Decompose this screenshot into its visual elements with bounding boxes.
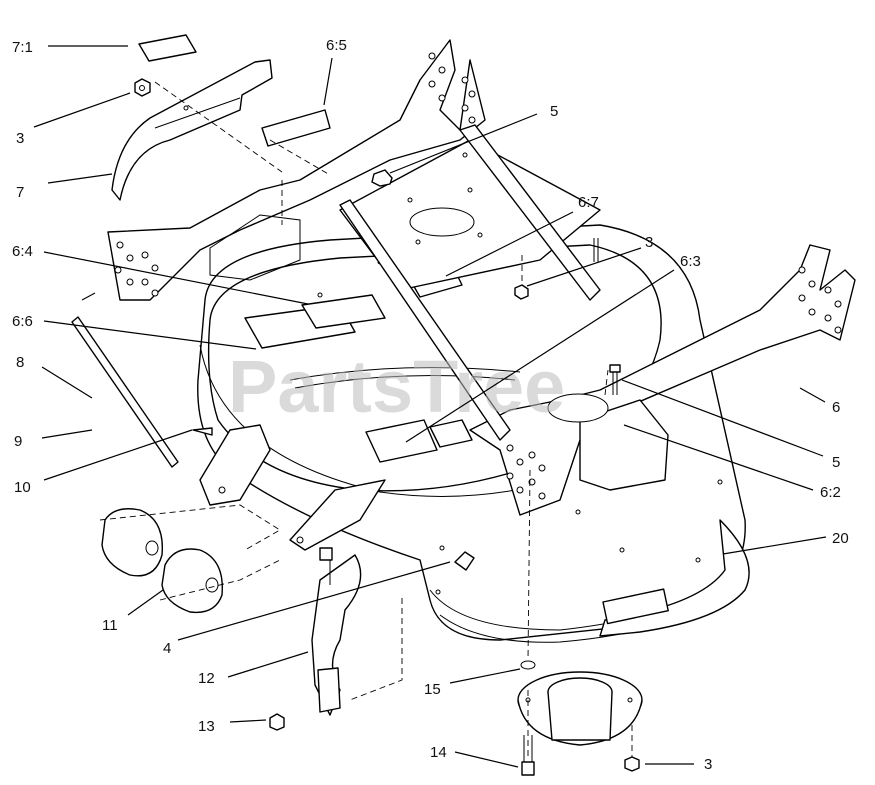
watermark: PartsTree <box>228 345 565 428</box>
callout-7-1: 7:1 <box>12 39 33 56</box>
callout-7: 7 <box>16 184 24 201</box>
callout-3-top: 3 <box>16 130 24 147</box>
leader-lines <box>33 45 827 768</box>
decal-7-1 <box>138 34 197 62</box>
callout-14: 14 <box>430 744 447 761</box>
decal-6-5 <box>261 109 331 147</box>
callout-20: 20 <box>832 530 849 547</box>
decal-6-3b <box>429 419 473 448</box>
callout-6: 6 <box>832 399 840 416</box>
roller-axle-pin <box>71 292 213 468</box>
callout-5-right: 5 <box>832 454 840 471</box>
callout-5-top: 5 <box>550 103 558 120</box>
front-roller-bracket <box>199 424 386 551</box>
callout-6-6: 6:6 <box>12 313 33 330</box>
callout-6-3: 6:3 <box>680 253 701 270</box>
callout-6-5: 6:5 <box>326 37 347 54</box>
hardware <box>134 78 640 776</box>
callout-10: 10 <box>14 479 31 496</box>
callout-6-4: 6:4 <box>12 243 33 260</box>
callout-11: 11 <box>102 617 118 634</box>
rear-lift-arm-right <box>469 244 856 516</box>
rollers <box>99 504 281 614</box>
callout-6-7: 6:7 <box>578 194 599 211</box>
deflector-shield <box>111 59 273 201</box>
decal-6-4 <box>301 294 386 329</box>
assembly-lines <box>154 81 609 760</box>
spindle-housing <box>517 671 643 746</box>
center-plate <box>339 139 601 291</box>
callout-8: 8 <box>16 354 24 371</box>
center-rail <box>339 124 609 441</box>
callout-4: 4 <box>163 640 171 657</box>
side-baffle <box>311 547 403 716</box>
callout-9: 9 <box>14 433 22 450</box>
callout-13: 13 <box>198 718 215 735</box>
callout-6-2: 6:2 <box>820 484 841 501</box>
callout-3-bottom: 3 <box>704 756 712 773</box>
callout-15: 15 <box>424 681 441 698</box>
callout-12: 12 <box>198 670 215 687</box>
decal-6-3 <box>365 419 438 463</box>
callout-3-mid: 3 <box>645 234 653 251</box>
callout-labels: 7:1 6:5 3 5 7 6:7 3 6:4 6:3 6:6 8 6 9 5 … <box>12 37 849 773</box>
